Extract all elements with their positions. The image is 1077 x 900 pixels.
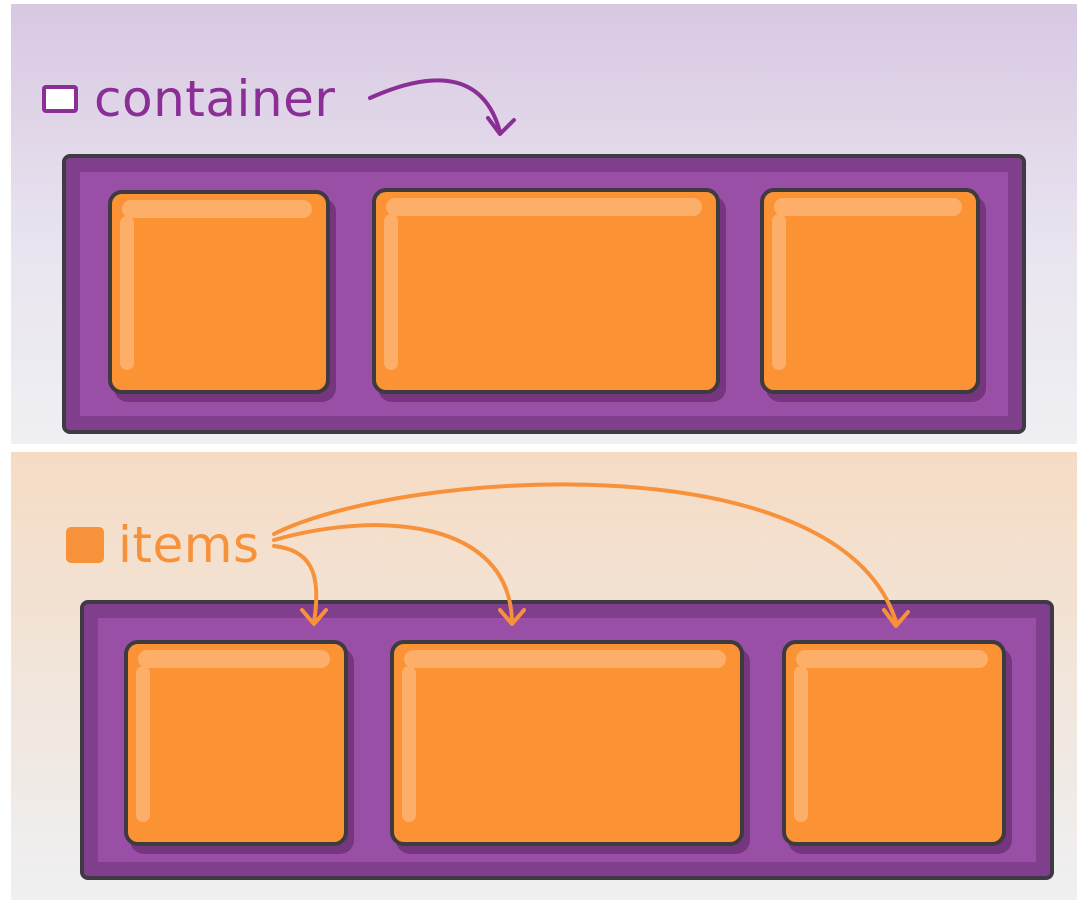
items-arrow-1-icon bbox=[274, 546, 326, 624]
items-arrow-3-icon bbox=[274, 484, 908, 626]
items-arrow-2-icon bbox=[274, 525, 524, 624]
container-arrow-icon bbox=[370, 80, 514, 134]
